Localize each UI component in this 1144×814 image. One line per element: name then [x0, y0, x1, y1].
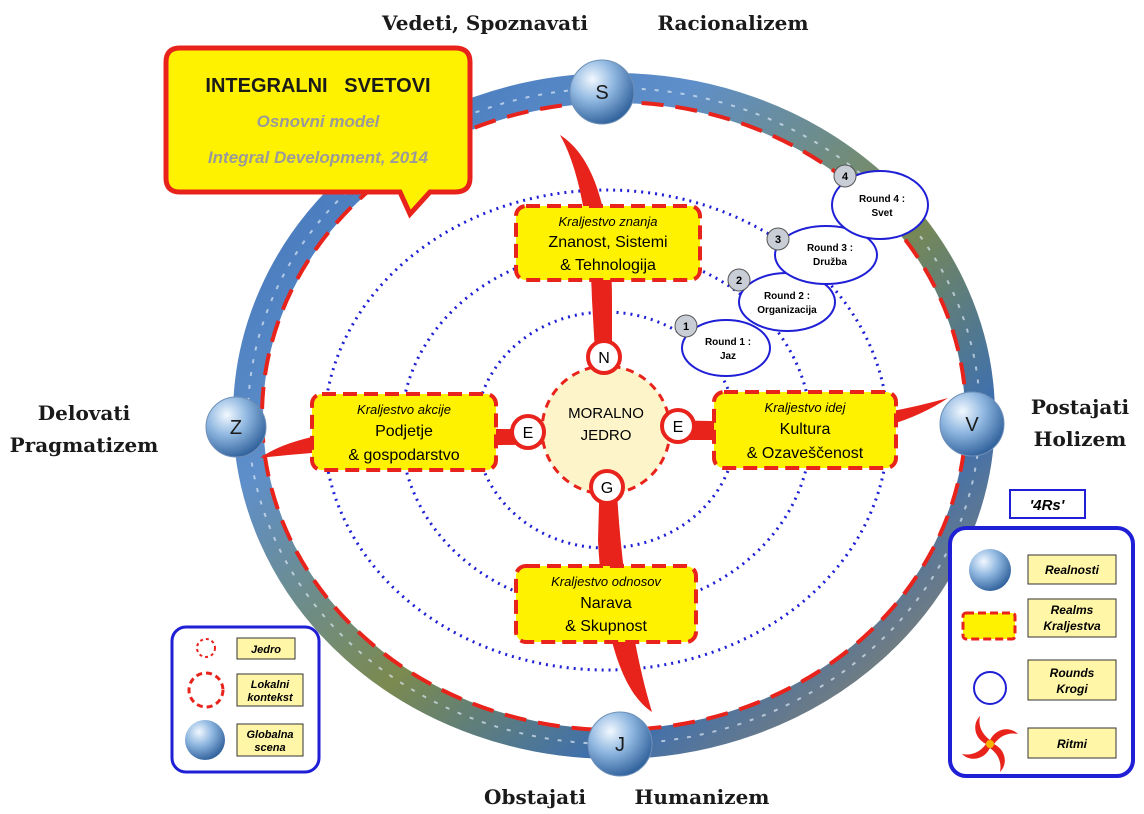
svg-text:Rounds: Rounds — [1050, 666, 1095, 680]
local-context-legend-icon — [187, 671, 225, 709]
globe-west: Z — [205, 396, 267, 458]
svg-text:G: G — [601, 480, 613, 497]
svg-text:Jaz: Jaz — [720, 351, 736, 362]
direction-labels: Vedeti, Spoznavati Racionalizem Delovati… — [10, 11, 1130, 809]
legend-right-title: '4Rs' — [1030, 497, 1065, 514]
svg-text:Round 4 :: Round 4 : — [859, 194, 905, 205]
svg-text:N: N — [598, 350, 610, 367]
title-text: INTEGRALNI SVETOVI — [205, 75, 430, 97]
svg-text:S: S — [595, 82, 608, 104]
realm-bottom-caption: Kraljestvo odnosov — [551, 574, 662, 589]
svg-text:Kraljestva: Kraljestva — [1043, 619, 1101, 633]
realm-left: Kraljestvo akcije Podjetje & gospodarstv… — [310, 392, 498, 472]
legend-right: '4Rs' Realnosti Realms Kraljestva Rounds… — [948, 489, 1135, 778]
marker-e-left: E — [510, 414, 546, 450]
realm-right-line2: & Ozaveščenost — [747, 445, 864, 462]
realm-bottom: Kraljestvo odnosov Narava & Skupnost — [514, 564, 698, 644]
svg-text:2: 2 — [736, 275, 742, 287]
svg-text:Organizacija: Organizacija — [757, 305, 817, 316]
realm-left-line1: Podjetje — [375, 423, 433, 440]
realm-left-caption: Kraljestvo akcije — [357, 402, 451, 417]
svg-text:Globalna: Globalna — [246, 729, 293, 741]
marker-g: G — [589, 469, 625, 505]
label-top-right: Racionalizem — [657, 11, 808, 35]
globe-south: J — [587, 711, 653, 777]
globe-north: S — [569, 59, 635, 125]
round-bubble-3: 3 Round 3 : Družba — [766, 225, 878, 285]
svg-text:Realms: Realms — [1051, 603, 1094, 617]
realm-bottom-line1: Narava — [580, 595, 632, 612]
svg-text:kontekst: kontekst — [247, 692, 294, 704]
core-legend-icon — [196, 638, 216, 658]
legend-left: Jedro Lokalni kontekst Globalna scena — [170, 625, 321, 774]
svg-text:Krogi: Krogi — [1056, 682, 1088, 696]
svg-text:3: 3 — [775, 234, 781, 246]
realm-right: Kraljestvo idej Kultura & Ozaveščenost — [712, 390, 898, 470]
svg-text:J: J — [615, 734, 625, 756]
svg-text:Z: Z — [230, 417, 242, 439]
svg-text:Družba: Družba — [813, 257, 847, 268]
svg-text:E: E — [673, 419, 684, 436]
svg-text:Jedro: Jedro — [251, 644, 281, 656]
label-right-line1: Postajati — [1031, 395, 1130, 419]
core-label-line2: JEDRO — [581, 427, 632, 444]
realm-right-caption: Kraljestvo idej — [765, 400, 847, 415]
realm-top-line1: Znanost, Sistemi — [548, 234, 667, 251]
realm-top: Kraljestvo znanja Znanost, Sistemi & Teh… — [514, 204, 702, 282]
marker-n: N — [586, 339, 622, 375]
marker-e-right: E — [660, 408, 696, 444]
realm-bottom-line2: & Skupnost — [565, 618, 647, 635]
label-bottom-left: Obstajati — [484, 785, 586, 809]
svg-text:Ritmi: Ritmi — [1057, 737, 1088, 751]
round-bubble-1: 1 Round 1 : Jaz — [674, 314, 771, 377]
svg-text:Round 1 :: Round 1 : — [705, 337, 751, 348]
svg-text:Svet: Svet — [871, 208, 893, 219]
round-bubble-4: 4 Round 4 : Svet — [831, 164, 929, 240]
core-markers: N E E G — [510, 339, 696, 505]
realm-top-line2: & Tehnologija — [560, 257, 656, 274]
reality-legend-icon — [969, 549, 1011, 591]
round-bubble-2: 2 Round 2 : Organizacija — [727, 268, 836, 332]
label-top-left: Vedeti, Spoznavati — [381, 11, 588, 35]
label-bottom-right: Humanizem — [635, 785, 770, 809]
source-text: Integral Development, 2014 — [208, 148, 429, 167]
svg-text:scena: scena — [254, 742, 285, 754]
label-right-line2: Holizem — [1034, 427, 1127, 451]
rhythm-legend-icon — [962, 716, 1018, 772]
label-left-line1: Delovati — [38, 401, 131, 425]
svg-text:V: V — [965, 414, 979, 436]
svg-text:Realnosti: Realnosti — [1045, 563, 1100, 577]
label-left-line2: Pragmatizem — [10, 433, 159, 457]
title-callout: INTEGRALNI SVETOVI Osnovni model Integra… — [163, 45, 473, 219]
subtitle-text: Osnovni model — [257, 112, 381, 131]
round-legend-icon — [973, 671, 1007, 705]
realm-left-line2: & gospodarstvo — [348, 447, 459, 464]
svg-text:1: 1 — [683, 321, 689, 333]
realm-top-caption: Kraljestvo znanja — [559, 214, 658, 229]
realm-legend-icon — [961, 611, 1017, 641]
globe-legend-icon — [185, 720, 225, 760]
globe-east: V — [939, 391, 1005, 457]
svg-text:Lokalni: Lokalni — [251, 679, 290, 691]
svg-text:Round 2 :: Round 2 : — [764, 291, 810, 302]
svg-text:4: 4 — [842, 171, 849, 183]
realm-right-line1: Kultura — [780, 421, 831, 438]
core-label-line1: MORALNO — [568, 405, 644, 422]
svg-text:Round 3 :: Round 3 : — [807, 243, 853, 254]
svg-text:E: E — [523, 425, 534, 442]
